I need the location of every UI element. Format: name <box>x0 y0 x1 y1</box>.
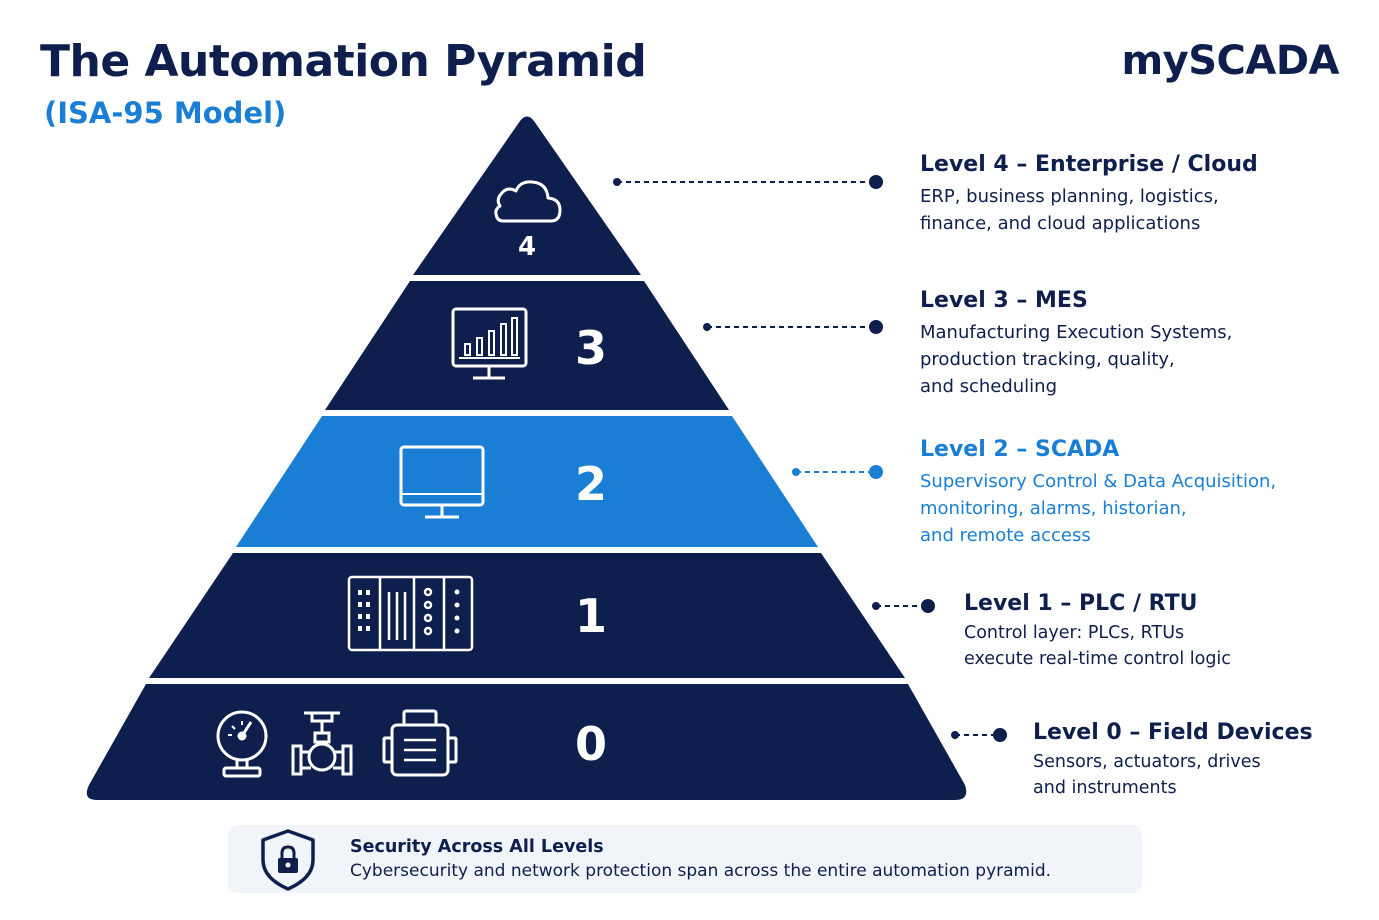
connector-level-2 <box>792 465 883 479</box>
shield-lock-icon <box>261 829 315 891</box>
monitor-chart-icon <box>451 307 528 380</box>
security-title: Security Across All Levels <box>350 837 604 857</box>
level-0-title: Level 0 – Field Devices <box>1033 720 1313 745</box>
level-2-title: Level 2 – SCADA <box>920 437 1120 462</box>
tier-number-1: 1 <box>575 589 607 643</box>
pyramid-tier-4 <box>413 116 641 275</box>
level-3-label: Level 3 – MES Manufacturing Execution Sy… <box>920 288 1232 400</box>
level-1-label: Level 1 – PLC / RTU Control layer: PLCs,… <box>964 591 1231 672</box>
valve-icon <box>291 711 353 776</box>
cloud-icon <box>494 180 562 223</box>
page-subtitle: (ISA-95 Model) <box>44 96 287 130</box>
level-0-label: Level 0 – Field Devices Sensors, actuato… <box>1033 720 1313 801</box>
connector-level-1 <box>872 599 935 613</box>
page-title: The Automation Pyramid <box>40 36 647 87</box>
tier-number-4: 4 <box>518 232 536 262</box>
pyramid-tier-1 <box>149 553 905 678</box>
motor-icon <box>382 709 458 777</box>
connector-level-3 <box>703 320 883 334</box>
level-2-description: Supervisory Control & Data Acquisition, … <box>920 471 1277 546</box>
level-3-title: Level 3 – MES <box>920 288 1088 313</box>
level-4-label: Level 4 – Enterprise / Cloud ERP, busine… <box>920 152 1258 237</box>
pyramid-tier-2 <box>236 416 818 547</box>
tier-number-2: 2 <box>575 457 607 511</box>
level-1-title: Level 1 – PLC / RTU <box>964 591 1198 616</box>
level-3-description: Manufacturing Execution Systems, product… <box>920 322 1233 397</box>
connector-level-0 <box>951 728 1007 742</box>
connector-level-4 <box>613 175 883 189</box>
level-2-label: Level 2 – SCADA Supervisory Control & Da… <box>920 437 1276 549</box>
security-description: Cybersecurity and network protection spa… <box>350 861 1052 881</box>
security-banner: Security Across All Levels Cybersecurity… <box>228 825 1142 893</box>
pressure-gauge-icon <box>216 710 268 778</box>
tier-number-3: 3 <box>575 321 607 375</box>
tier-number-0: 0 <box>575 717 607 771</box>
level-1-description: Control layer: PLCs, RTUs execute real-t… <box>964 623 1231 669</box>
brand-logo: mySCADA <box>1121 38 1339 84</box>
level-0-description: Sensors, actuators, drives and instrumen… <box>1033 752 1261 798</box>
level-4-title: Level 4 – Enterprise / Cloud <box>920 152 1258 177</box>
plc-rack-icon <box>347 575 474 652</box>
computer-monitor-icon <box>399 445 485 519</box>
level-4-description: ERP, business planning, logistics, finan… <box>920 186 1219 234</box>
